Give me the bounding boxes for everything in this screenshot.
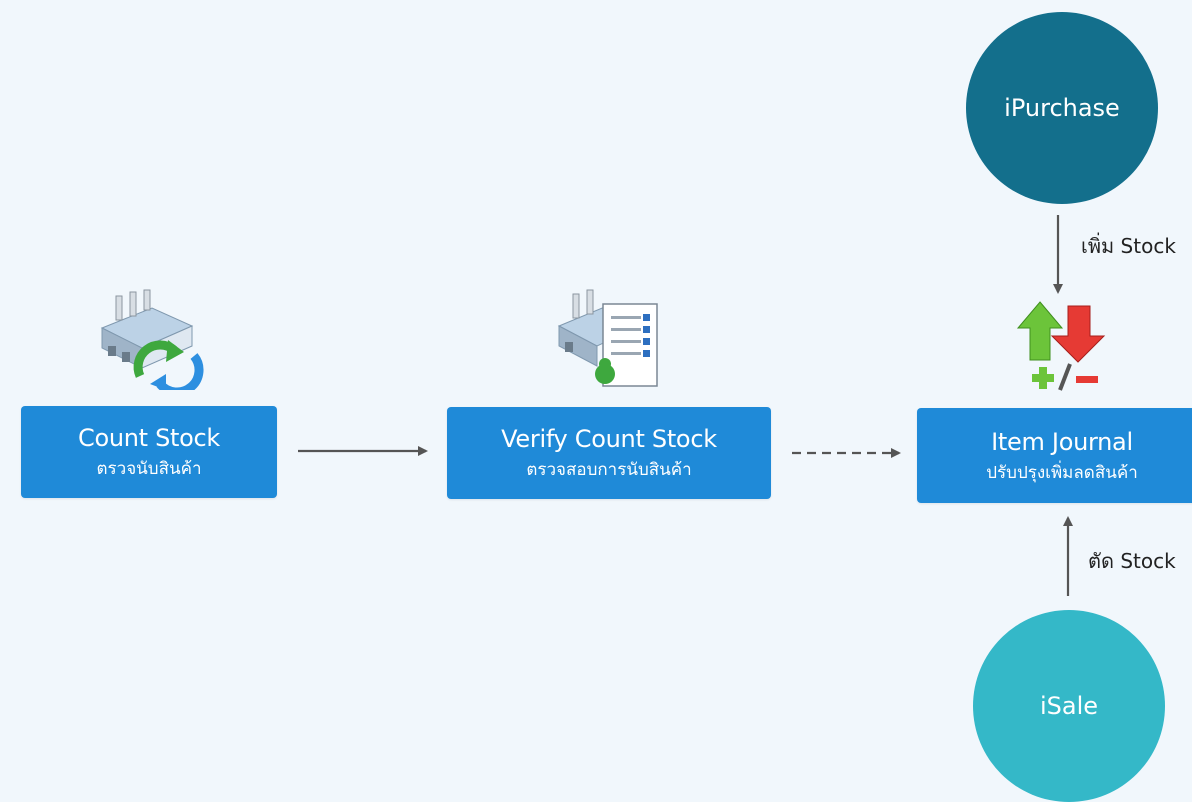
item-journal-subtitle: ปรับปรุงเพิ่มลดสินค้า	[986, 462, 1138, 483]
count-stock-subtitle: ตรวจนับสินค้า	[96, 459, 202, 479]
verify-count-stock-box: Verify Count Stock ตรวจสอบการนับสินค้า	[447, 407, 771, 499]
count-stock-title: Count Stock	[77, 424, 221, 452]
verify-count-stock-subtitle: ตรวจสอบการนับสินค้า	[526, 460, 692, 480]
verify-count-stock-title: Verify Count Stock	[501, 425, 717, 453]
ipurchase-label: iPurchase	[1004, 94, 1120, 122]
item-journal-box: Item Journal ปรับปรุงเพิ่มลดสินค้า	[917, 408, 1192, 503]
increase-decrease-icon	[1016, 301, 1106, 391]
count-stock-box: Count Stock ตรวจนับสินค้า	[21, 406, 277, 498]
isale-label: iSale	[1039, 692, 1099, 720]
warehouse-checklist-icon	[557, 289, 658, 387]
isale-circle: iSale	[973, 610, 1165, 802]
warehouse-refresh-icon	[100, 289, 204, 390]
item-journal-title: Item Journal	[991, 427, 1133, 456]
add-stock-label: เพิ่ม Stock	[1081, 234, 1176, 258]
ipurchase-circle: iPurchase	[966, 12, 1158, 204]
cut-stock-label: ตัด Stock	[1088, 549, 1176, 573]
